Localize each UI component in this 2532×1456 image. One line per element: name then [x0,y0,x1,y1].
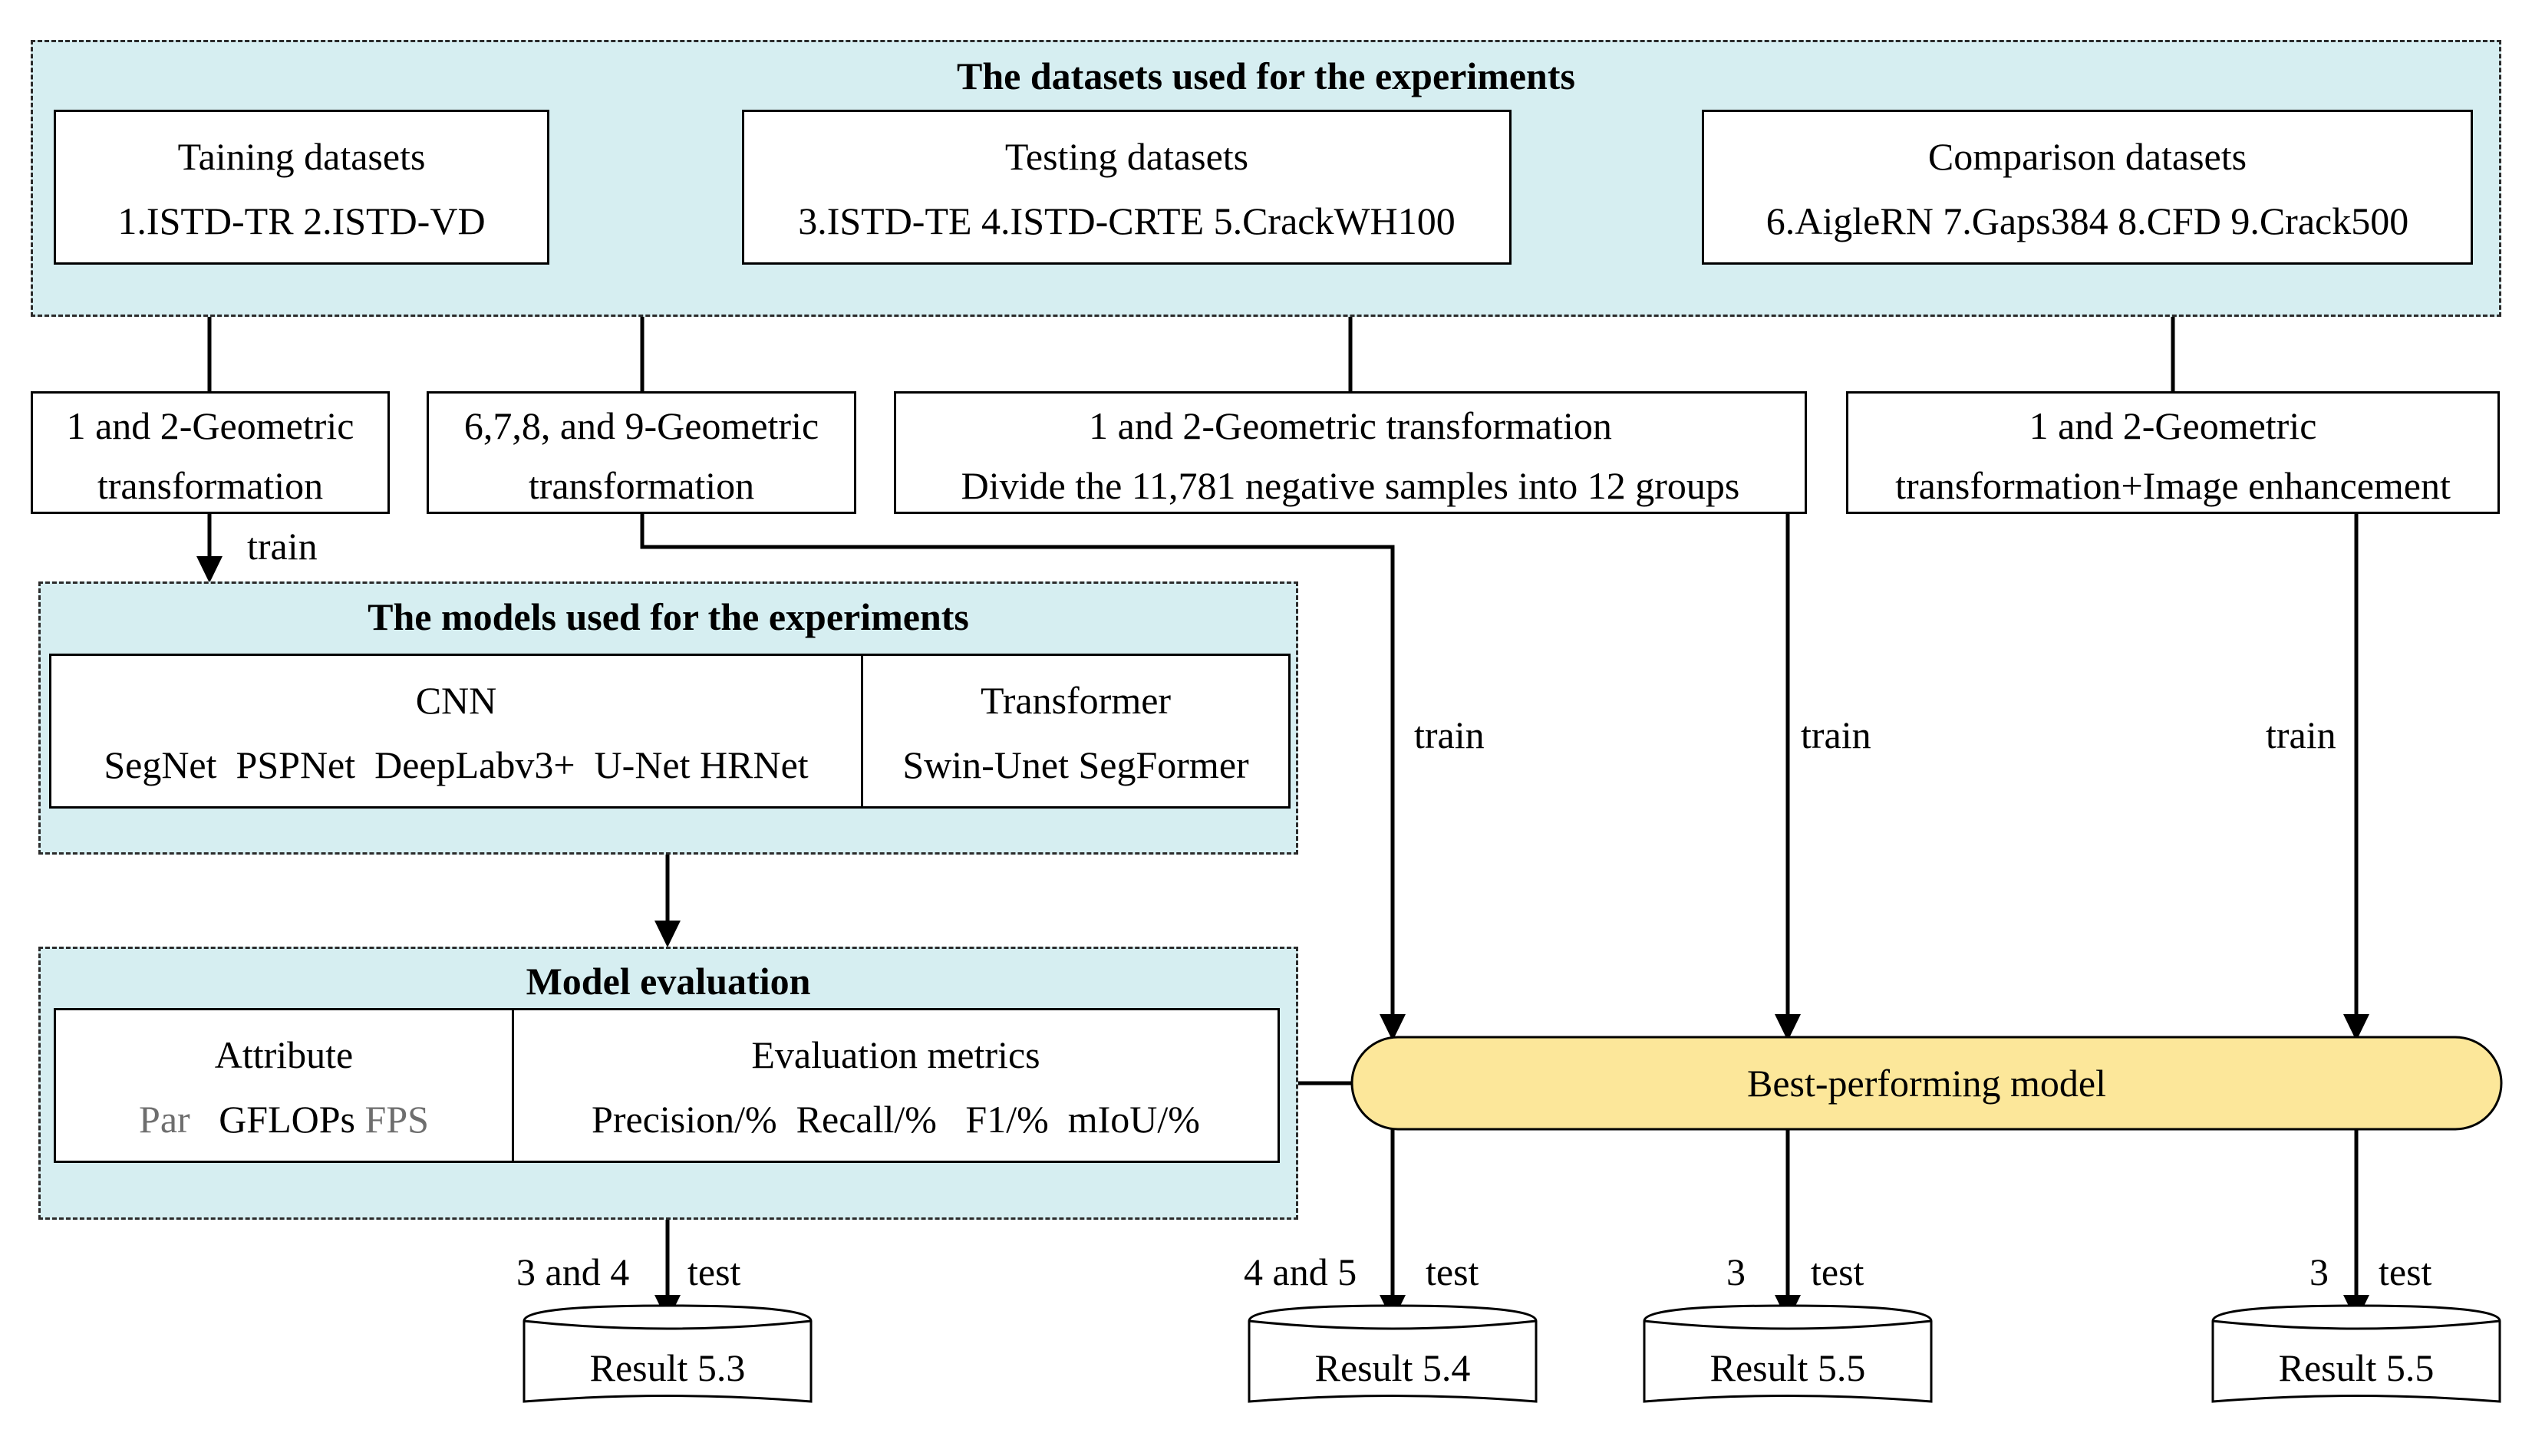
attribute-cell: Attribute Par GFLOPs FPS [56,1010,514,1161]
attribute-fps: FPS [364,1098,429,1141]
best-model-label: Best-performing model [1747,1062,2106,1105]
datasets-title: The datasets used for the experiments [957,54,1575,97]
training-datasets-heading: Taining datasets [177,135,426,178]
arrowhead [654,921,681,947]
train-label-models: train [247,525,318,568]
metrics-cell: Evaluation metrics Precision/% Recall/% … [514,1010,1278,1161]
comparison-datasets-heading: Comparison datasets [1927,135,2247,178]
attribute-par: Par [139,1098,190,1141]
comparison-datasets-box: Comparison datasets 6.AigleRN 7.Gaps384 … [1702,110,2473,265]
test-label-r1-datasets: 3 and 4 [516,1250,630,1293]
metrics-items: Precision/% Recall/% F1/% mIoU/% [592,1098,1200,1141]
evaluation-box: Attribute Par GFLOPs FPS Evaluation metr… [54,1008,1280,1163]
testing-datasets-items: 3.ISTD-TE 4.ISTD-CRTE 5.CrackWH100 [798,199,1456,242]
preprocess-box-3: 1 and 2-Geometric transformation Divide … [894,391,1807,514]
preprocess-box-1: 1 and 2-Geometric transformation [31,391,390,514]
attribute-gflops: GFLOPs [219,1098,356,1141]
preprocess-box-4: 1 and 2-Geometric transformation+Image e… [1846,391,2500,514]
preprocess-box-3-line1: 1 and 2-Geometric transformation [1089,404,1612,447]
testing-datasets-heading: Testing datasets [1004,135,1249,178]
test-label-r1: test [687,1250,741,1293]
evaluation-title: Model evaluation [526,960,811,1003]
arrowhead [1380,1014,1406,1041]
train-label-enhancement: train [2266,713,2336,756]
comparison-datasets-items: 6.AigleRN 7.Gaps384 8.CFD 9.Crack500 [1765,199,2409,242]
result-cylinder-shape [1248,1304,1538,1403]
result-5-5-a: Result 5.5 [1709,1346,1866,1389]
training-datasets-items: 1.ISTD-TR 2.ISTD-VD [117,199,486,242]
test-label-r2-datasets: 4 and 5 [1244,1250,1357,1293]
preprocess-box-4-line2: transformation+Image enhancement [1895,464,2451,507]
result-cylinder-shape [2211,1304,2501,1403]
test-label-r3: test [1811,1250,1864,1293]
cnn-cell: CNN SegNet PSPNet DeepLabv3+ U-Net HRNet [51,656,863,806]
attribute-heading: Attribute [214,1033,354,1076]
test-label-r3-datasets: 3 [1726,1250,1746,1293]
test-label-r4-datasets: 3 [2309,1250,2329,1293]
arrowhead [196,556,223,583]
transformer-heading: Transformer [980,679,1172,722]
preprocess-box-4-line1: 1 and 2-Geometric [2029,404,2317,447]
test-label-r4: test [2379,1250,2432,1293]
best-model-node: Best-performing model [1352,1037,2501,1129]
models-box: CNN SegNet PSPNet DeepLabv3+ U-Net HRNet… [49,654,1291,809]
arrowhead [2343,1014,2369,1041]
train-label-negative-groups: train [1801,713,1871,756]
train-label-comparison: train [1414,713,1485,756]
preprocess-box-3-line2: Divide the 11,781 negative samples into … [961,464,1740,507]
cnn-models: SegNet PSPNet DeepLabv3+ U-Net HRNet [104,743,809,786]
preprocess-box-2: 6,7,8, and 9-Geometric transformation [427,391,856,514]
result-5-4: Result 5.4 [1314,1346,1471,1389]
preprocess-box-2-line2: transformation [528,464,755,507]
training-datasets-box: Taining datasets 1.ISTD-TR 2.ISTD-VD [54,110,549,265]
best-model-shape [1350,1036,2503,1131]
arrow-box2-best [640,514,1395,1014]
preprocess-box-1-line2: transformation [97,464,324,507]
result-5-3: Result 5.3 [589,1346,746,1389]
preprocess-box-2-line1: 6,7,8, and 9-Geometric [463,404,819,447]
result-cylinder-shape [1643,1304,1933,1403]
preprocess-box-1-line1: 1 and 2-Geometric [66,404,354,447]
metrics-heading: Evaluation metrics [751,1033,1040,1076]
result-5-5-b: Result 5.5 [2278,1346,2435,1389]
result-cylinder-shape [523,1304,813,1403]
transformer-models: Swin-Unet SegFormer [902,743,1249,786]
transformer-cell: Transformer Swin-Unet SegFormer [863,656,1288,806]
arrowhead [1775,1014,1801,1041]
attribute-items: Par GFLOPs FPS [56,1087,512,1151]
test-label-r2: test [1426,1250,1479,1293]
models-title: The models used for the experiments [368,595,969,638]
testing-datasets-box: Testing datasets 3.ISTD-TE 4.ISTD-CRTE 5… [742,110,1512,265]
cnn-heading: CNN [415,679,497,722]
